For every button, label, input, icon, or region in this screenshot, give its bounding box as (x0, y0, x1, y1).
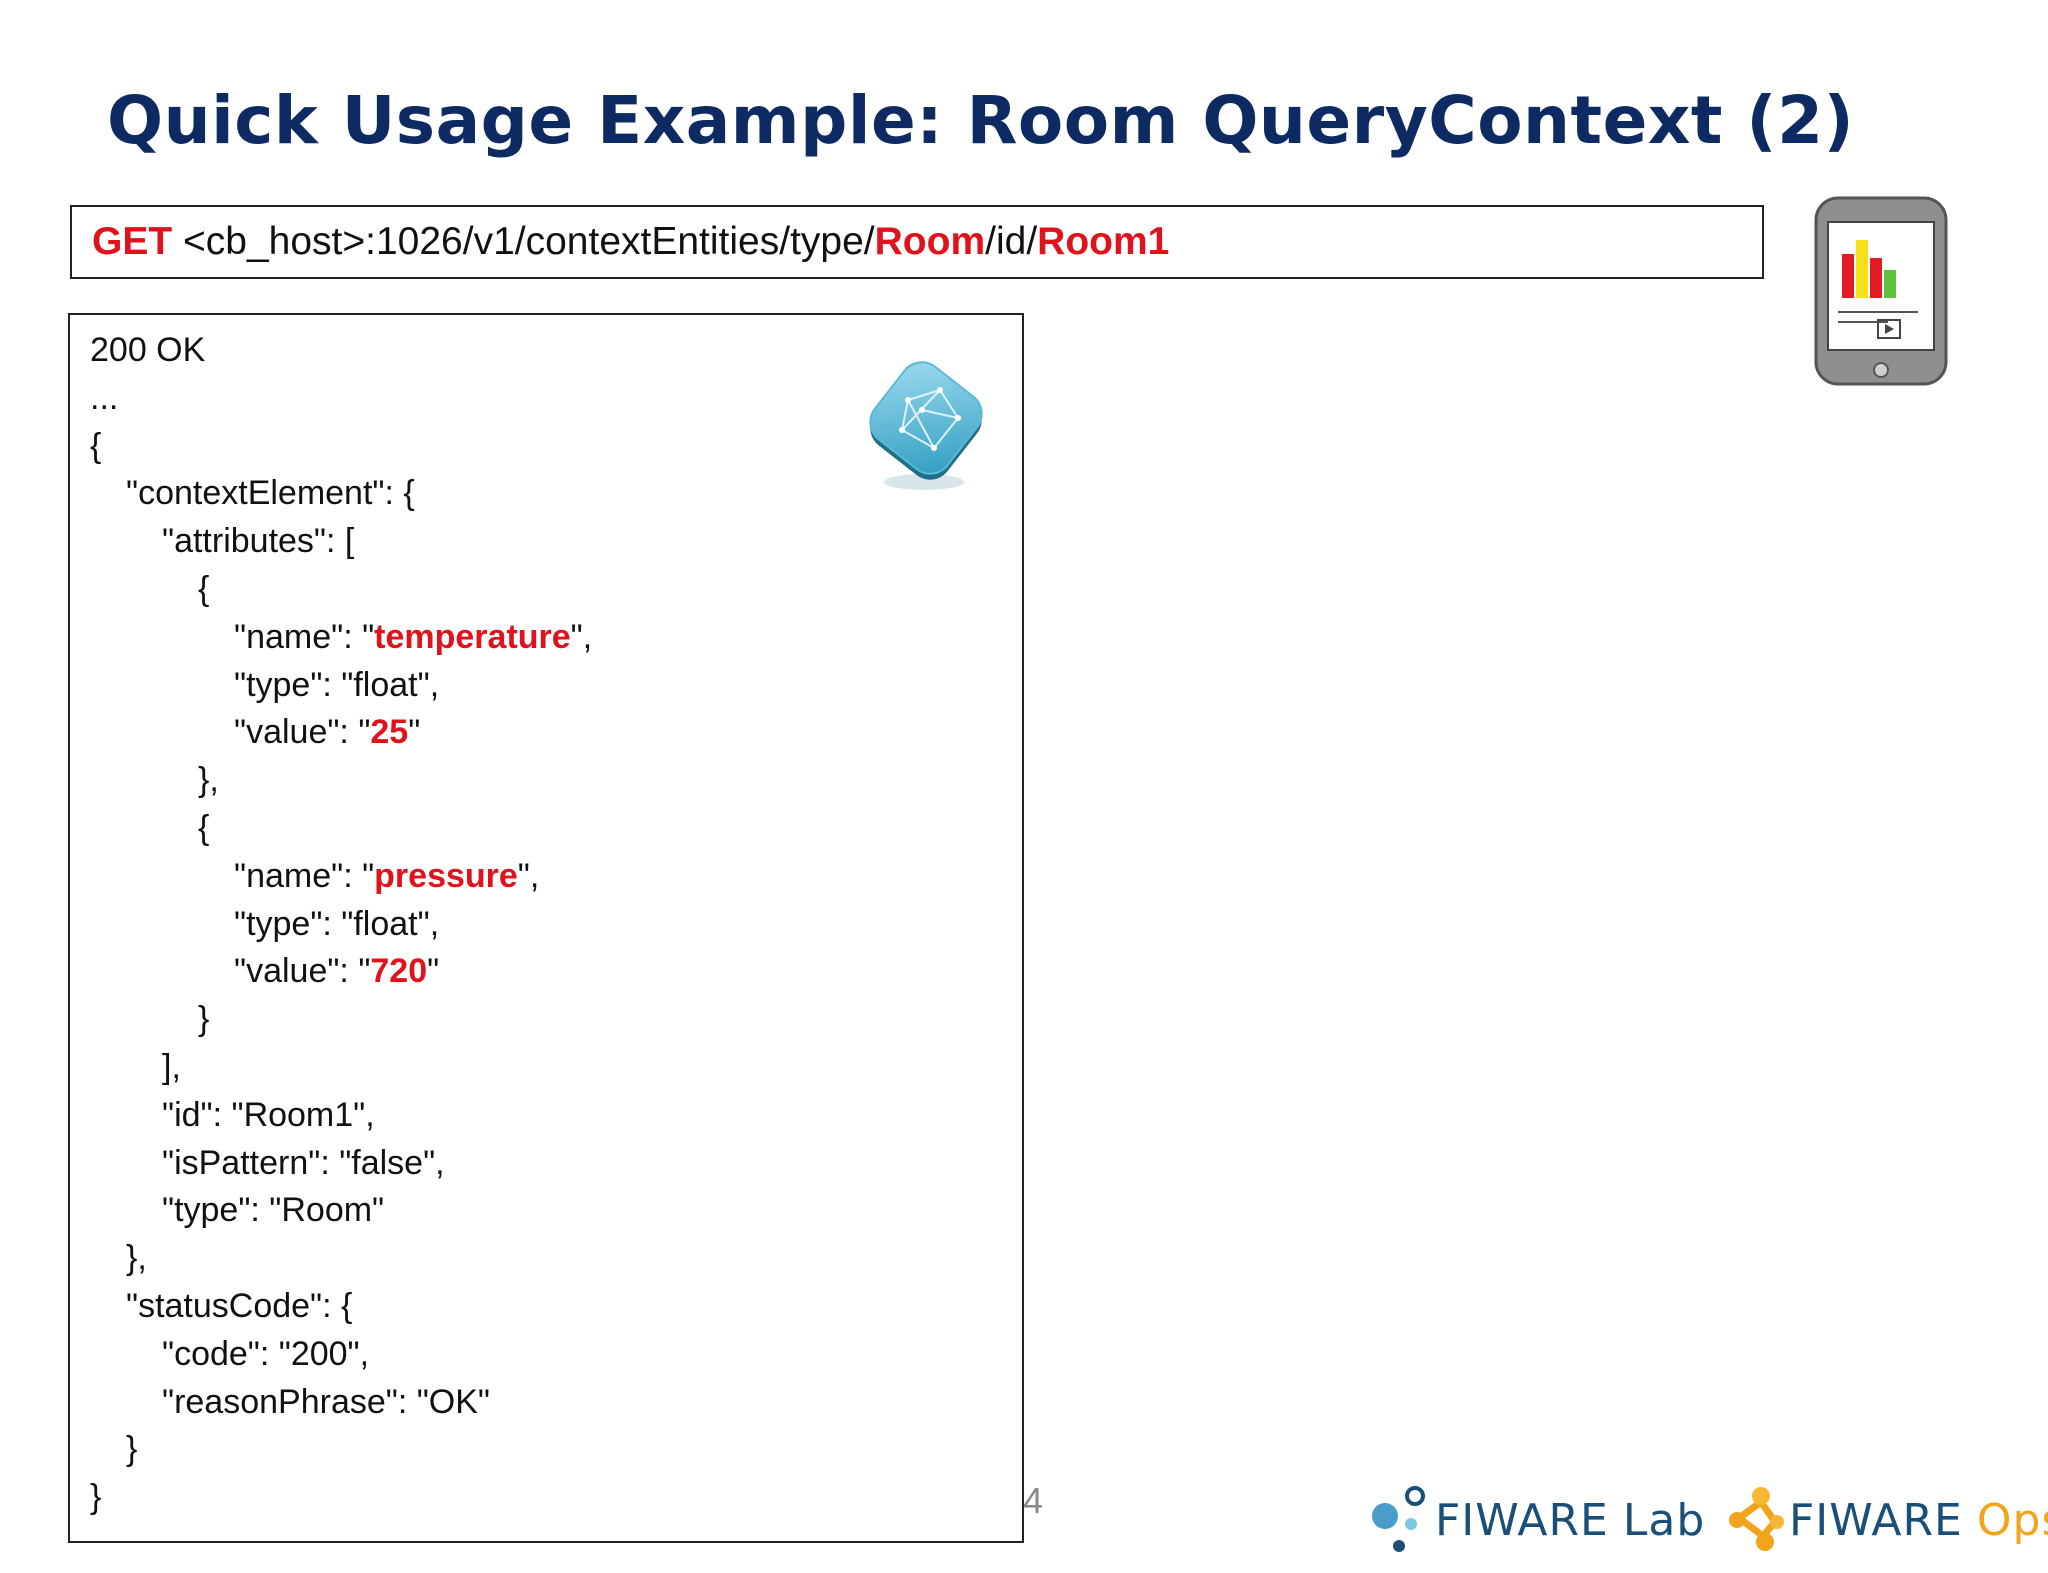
fiware-lab-logo: FIWARE Lab (1365, 1480, 1705, 1560)
code-line: "type": "float", (234, 665, 440, 704)
code-text: "value": " (234, 713, 371, 752)
code-highlight: temperature (374, 617, 571, 656)
request-id-separator: /id/ (985, 220, 1038, 263)
code-line: "code": "200", (162, 1334, 370, 1373)
code-line: "contextElement": { (126, 474, 415, 513)
code-line: }, (126, 1239, 147, 1278)
code-line: "type": "float", (234, 904, 440, 943)
code-highlight: pressure (374, 856, 518, 895)
fiware-lab-word: Lab (1622, 1494, 1706, 1546)
code-line: }, (198, 761, 219, 800)
code-line: ], (162, 1047, 181, 1086)
code-line: "value": "720" (70, 948, 1022, 996)
code-text: "name": " (234, 856, 375, 895)
code-highlight: 25 (370, 713, 409, 752)
code-line: "name": "pressure", (70, 853, 1022, 901)
code-line: { (198, 808, 210, 847)
cube-icon (869, 361, 983, 490)
fiware-ops-logo-icon (1729, 1487, 1784, 1551)
request-entity-id: Room1 (1037, 220, 1170, 263)
code-line: "type": "Room" (162, 1191, 385, 1230)
http-method: GET (92, 220, 173, 263)
code-line: ... (90, 378, 119, 417)
request-entity-type: Room (874, 220, 986, 263)
slide-title: Quick Usage Example: Room QueryContext (… (107, 82, 1855, 159)
code-line: "id": "Room1", (162, 1095, 375, 1134)
request-path-prefix: <cb_host>:1026/v1/contextEntities/type/ (172, 220, 875, 263)
code-text: ", (570, 617, 593, 656)
fiware-lab-brand: FIWARE (1435, 1494, 1609, 1546)
code-line: } (126, 1430, 138, 1469)
code-line: "reasonPhrase": "OK" (162, 1382, 490, 1421)
code-text: "name": " (234, 617, 375, 656)
code-line: "attributes": [ (162, 522, 355, 561)
fiware-lab-logo-icon (1372, 1486, 1425, 1552)
tablet-chart-icon (1814, 196, 1948, 386)
code-line: } (198, 1000, 210, 1039)
response-box: 200 OK... { "contextElement": { "attributes… (68, 313, 1024, 1543)
code-text: " (427, 952, 440, 991)
fiware-ops-word: Ops (1976, 1494, 2048, 1546)
code-line: { (90, 426, 102, 465)
code-line: { (198, 569, 210, 608)
code-text: ", (517, 856, 540, 895)
code-line: "name": "temperature", (70, 614, 1022, 662)
code-line: "isPattern": "false", (162, 1143, 445, 1182)
code-line: "value": "25" (70, 709, 1022, 757)
code-line: 200 OK (90, 331, 206, 369)
code-line: } (90, 1478, 102, 1517)
code-text: " (408, 713, 421, 752)
fiware-ops-logo: FIWARE Ops (1727, 1480, 2048, 1560)
page-number: 4 (1023, 1480, 1044, 1521)
code-line: "statusCode": { (126, 1286, 353, 1325)
fiware-ops-brand: FIWARE (1789, 1494, 1963, 1546)
code-highlight: 720 (370, 952, 428, 991)
request-box: GET <cb_host>:1026/v1/contextEntities/ty… (70, 205, 1764, 279)
code-text: "value": " (234, 952, 371, 991)
